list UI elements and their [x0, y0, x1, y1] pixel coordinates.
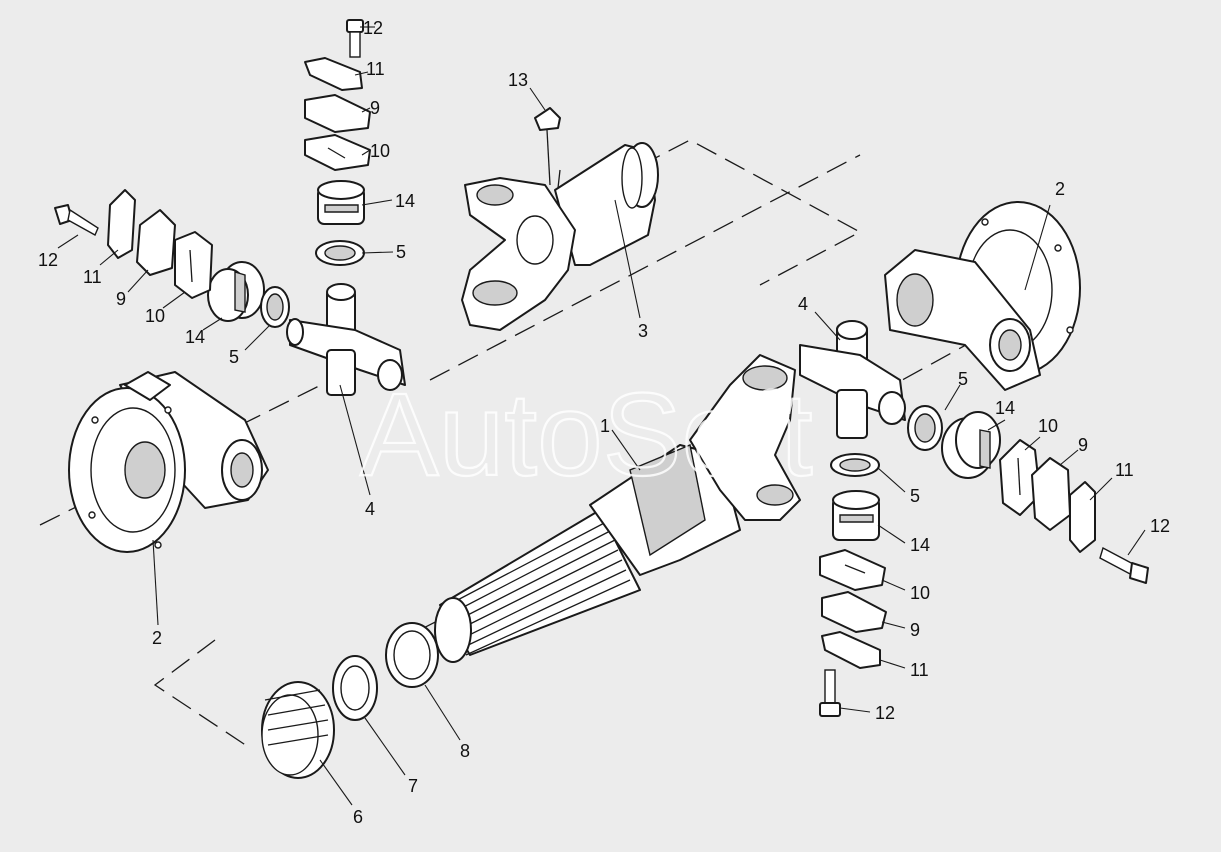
- flange-yoke-left: [68, 371, 269, 553]
- lockplate11-bottom: [821, 631, 881, 669]
- callout-lockplate11-left: 11: [83, 267, 102, 287]
- lockplate11-right: [1069, 481, 1096, 553]
- callout-plate9-right: 9: [1078, 435, 1088, 455]
- callout-plate9-bottom: 9: [910, 620, 920, 640]
- slip-yoke-3: [461, 142, 659, 331]
- bearing-cup-top: [317, 180, 365, 225]
- callout-cup14-top: 14: [395, 191, 415, 211]
- callout-plate10-left: 10: [145, 306, 165, 326]
- bearing-cup-left: [207, 261, 265, 322]
- plate9-top: [304, 94, 371, 133]
- bearing-cup-right: [941, 411, 1001, 479]
- splined-shaft-1: [434, 354, 801, 663]
- watermark-text: AutoSoft: [360, 369, 813, 501]
- callout-bolt12-left: 12: [38, 250, 58, 270]
- lockplate11-top: [304, 57, 363, 91]
- callout-plate9-left: 9: [116, 289, 126, 309]
- callout-shaft-1: 1: [600, 416, 610, 436]
- seal-left: [260, 286, 290, 328]
- callout-flange-yoke-right: 2: [1055, 179, 1065, 199]
- callout-bolt12-bottom: 12: [875, 703, 895, 723]
- leader-lines: [57, 26, 1146, 806]
- bolt12-bottom: [819, 669, 841, 717]
- callout-slip-yoke-3: 3: [638, 321, 648, 341]
- plate10-bottom: [819, 549, 886, 591]
- callout-seal-left-side: 5: [229, 347, 239, 367]
- plate10-top: [304, 134, 371, 171]
- callout-lockplate11-right: 11: [1115, 460, 1134, 480]
- callout-plate9-top: 9: [370, 98, 380, 118]
- plate10-left: [174, 231, 213, 299]
- seal-bottom: [830, 453, 880, 477]
- ring-8: [385, 622, 439, 688]
- bolt12-right: [1099, 546, 1149, 584]
- callout-lockplate11-bottom: 11: [910, 660, 929, 680]
- bolt12-top: [346, 19, 364, 58]
- callout-needle-bearing-6: 6: [353, 807, 363, 827]
- callout-fitting-13: 13: [508, 70, 528, 90]
- bolt12-left: [54, 204, 99, 236]
- flange-yoke-right: [884, 201, 1081, 391]
- seal-top: [315, 240, 365, 266]
- callout-cup14-bottom: 14: [910, 535, 930, 555]
- callout-lockplate11-top: 11: [366, 59, 385, 79]
- callout-bolt12-right: 12: [1150, 516, 1170, 536]
- callout-cup14-right: 14: [995, 398, 1015, 418]
- callout-seal-right-side: 5: [958, 369, 968, 389]
- callout-flange-yoke-left: 2: [152, 628, 162, 648]
- cross-right: [799, 320, 906, 439]
- lockplate11-left: [107, 189, 136, 259]
- callout-seal-left-top: 5: [396, 242, 406, 262]
- plate9-right: [1031, 457, 1071, 531]
- bearing-cup-bottom: [832, 490, 880, 541]
- needle-bearing-6: [261, 681, 335, 779]
- grease-fitting-13: [534, 107, 561, 186]
- callout-plate10-right: 10: [1038, 416, 1058, 436]
- plate9-bottom: [821, 591, 887, 633]
- plate9-left: [136, 209, 176, 276]
- seal-right: [907, 405, 943, 451]
- callout-plate10-bottom: 10: [910, 583, 930, 603]
- ring-7: [332, 655, 378, 721]
- callout-cup14-left: 14: [185, 327, 205, 347]
- callout-cross-left: 4: [365, 499, 375, 519]
- callout-bolt12-top: 12: [363, 18, 383, 38]
- cross-left: [286, 283, 406, 396]
- callout-cross-right: 4: [798, 294, 808, 314]
- callout-labels: 12 11 9 10 14 5 13 3 12 11 9 10 14 5 4 1…: [38, 18, 1170, 827]
- callout-ring-7: 7: [408, 776, 418, 796]
- callout-ring-8: 8: [460, 741, 470, 761]
- callout-plate10-top: 10: [370, 141, 390, 161]
- callout-seal-right-bottom: 5: [910, 486, 920, 506]
